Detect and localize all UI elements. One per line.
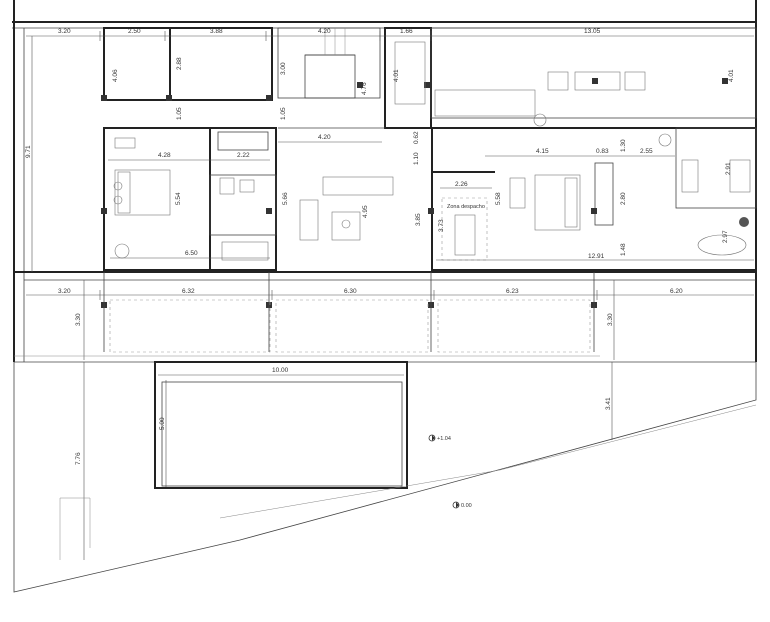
plant-symbol — [739, 217, 749, 227]
pool — [154, 361, 408, 489]
dim-garden: 7.76 — [75, 452, 82, 465]
site — [13, 217, 757, 593]
dim-v385: 3.85 — [415, 213, 422, 226]
dim-pool-width: 10.00 — [272, 367, 289, 374]
dim-v406: 4.06 — [112, 69, 119, 82]
dim-v280: 2.80 — [620, 192, 627, 205]
dim-v062: 0.62 — [413, 131, 420, 144]
level-upper-text: +1.04 — [437, 436, 451, 442]
dim-bay-3: 6.30 — [344, 288, 357, 295]
dim-v130: 1.30 — [620, 139, 627, 152]
level-marker-upper — [428, 434, 436, 442]
dim-bay-4: 6.23 — [506, 288, 519, 295]
dim-v105a: 1.05 — [176, 107, 183, 120]
dim-bay-5: 6.20 — [670, 288, 683, 295]
dim-255: 2.55 — [640, 148, 653, 155]
level-marker-lower — [452, 501, 460, 509]
dim-top-2: 2.50 — [128, 28, 141, 35]
dim-top-3: 3.88 — [210, 28, 223, 35]
dim-v476: 4.76 — [361, 82, 368, 95]
dim-v373: 3.73 — [438, 219, 445, 232]
furniture — [113, 41, 751, 261]
dim-top-6: 13.05 — [584, 28, 601, 35]
dim-v148: 1.48 — [620, 243, 627, 256]
level-lower-text: 0.00 — [461, 503, 472, 509]
dim-083: 0.83 — [596, 148, 609, 155]
dim-terrace-right: 3.30 — [607, 313, 614, 326]
dim-pool-height: 5.00 — [159, 417, 166, 430]
dim-v300: 3.00 — [280, 62, 287, 75]
dim-v558: 5.58 — [495, 192, 502, 205]
dim-hall: 4.20 — [318, 134, 331, 141]
dim-bay-1: 3.20 — [58, 288, 71, 295]
dim-top-5: 1.66 — [400, 28, 413, 35]
dim-v401a: 4.01 — [393, 69, 400, 82]
dim-room1-width: 4.28 — [158, 152, 171, 159]
dim-v554: 5.54 — [175, 192, 182, 205]
dim-v110: 1.10 — [413, 152, 420, 165]
dim-terrace-left: 3.30 — [75, 313, 82, 326]
dim-total-height: 9.71 — [25, 145, 32, 158]
dim-long-span: 12.91 — [588, 253, 605, 260]
dim-office-width: 2.26 — [455, 181, 468, 188]
dim-v495: 4.95 — [362, 205, 369, 218]
dim-v297: 2.97 — [722, 230, 729, 243]
building-walls — [12, 0, 757, 362]
dim-v105b: 1.05 — [280, 107, 287, 120]
dim-right-side: 3.41 — [605, 397, 612, 410]
dim-v566: 5.66 — [282, 192, 289, 205]
dim-v291: 2.91 — [725, 162, 732, 175]
dim-room1-span: 6.50 — [185, 250, 198, 257]
dim-v288: 2.88 — [176, 57, 183, 70]
dim-room2-width: 4.15 — [536, 148, 549, 155]
dim-top-1: 3.20 — [58, 28, 71, 35]
dim-v401b: 4.01 — [728, 69, 735, 82]
dim-bay-2: 6.32 — [182, 288, 195, 295]
label-zona-despacho: Zona despacho — [447, 204, 485, 210]
dimension-lines — [26, 31, 754, 560]
dim-top-4: 4.20 — [318, 28, 331, 35]
dim-bath-width: 2.22 — [237, 152, 250, 159]
